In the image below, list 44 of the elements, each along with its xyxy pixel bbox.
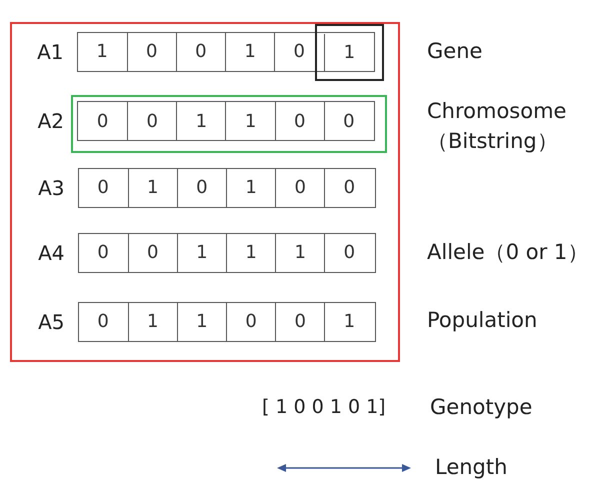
outline-frame [10,22,400,362]
bit-cell: 0 [78,168,128,206]
term-label: Gene [427,38,482,65]
bit-cell: 1 [176,234,226,272]
bit-sequence: [ 1 0 0 1 0 1] [262,395,386,420]
bit-cell: 0 [324,234,374,272]
bit-cell: 0 [127,102,176,140]
bit-cell: 0 [128,234,177,272]
bit-cell: 0 [274,32,324,70]
term-label: Chromosome （Bitstring） [427,98,566,156]
bit-cell: 1 [324,302,374,340]
bit-cell: 1 [225,102,275,140]
bit-cell: 0 [126,32,176,70]
bit-cell: 0 [275,302,324,340]
row-label: A2 [38,109,64,133]
bit-cell: 1 [128,302,177,340]
bit-cell: 0 [324,168,374,206]
bit-cell: 0 [78,102,128,140]
term-label: Population [427,307,538,334]
row-label: A5 [38,310,64,334]
bit-cell: 1 [176,302,226,340]
bit-cell: 1 [224,32,274,70]
term-label: Genotype [430,394,532,421]
bit-cell: 1 [78,32,127,70]
bit-cell: 1 [128,168,177,206]
bit-cell: 1 [226,168,276,206]
bit-cell: 0 [176,168,226,206]
legend-label: Length [435,454,508,481]
bit-cell: 0 [226,302,276,340]
bit-cell: 0 [274,102,324,140]
highlight-outline [314,24,384,80]
term-label: Allele（0 or 1） [427,239,588,266]
bit-cell: 0 [275,168,324,206]
bit-cell: 0 [78,234,128,272]
bit-cell: 1 [275,234,324,272]
row-label: A3 [38,176,64,200]
row-label: A1 [37,40,64,64]
bit-cell: 0 [78,302,128,340]
bit-cell: 0 [176,32,225,70]
bit-cell: 1 [226,234,276,272]
bit-cell: 1 [176,102,226,140]
bit-cell: 1 [324,34,374,70]
bit-cell: 0 [324,102,373,140]
row-label: A4 [38,240,64,264]
